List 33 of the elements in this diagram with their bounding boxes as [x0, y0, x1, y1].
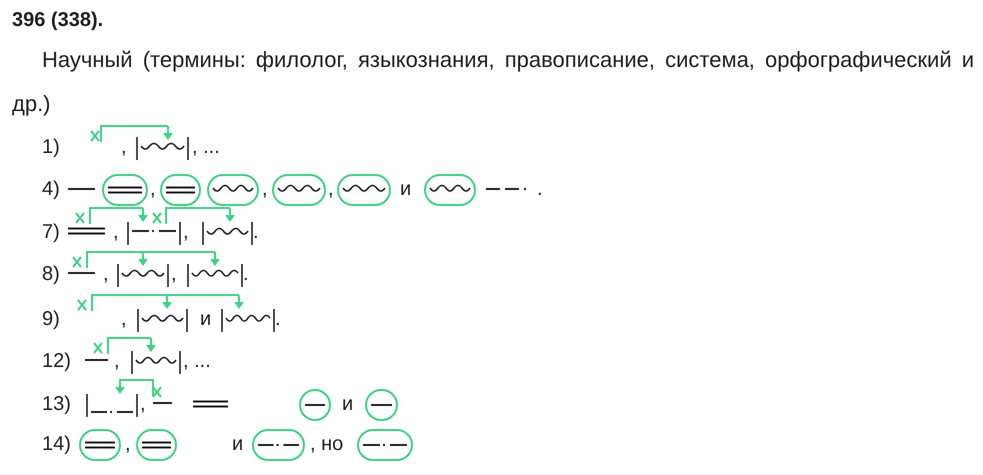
row-number: 14) [42, 432, 71, 456]
punctuation: , [103, 262, 109, 286]
punctuation: , [121, 135, 127, 159]
conjunction: и [342, 392, 354, 416]
punctuation: . [275, 307, 281, 331]
punctuation: , ... [192, 135, 220, 159]
punctuation: , [171, 262, 177, 286]
punctuation: . [243, 262, 249, 286]
row-number: 1) [42, 135, 60, 159]
punctuation: , ... [183, 349, 211, 373]
conjunction: и [200, 307, 212, 331]
punctuation: , [183, 220, 189, 244]
row-number: 9) [42, 307, 60, 331]
row-number: 4) [42, 177, 60, 201]
punctuation: , [125, 432, 131, 456]
row-number: 7) [42, 220, 60, 244]
paragraph: Научный (термины: филолог, языкознания, правописание, система, орфографический и др.) [12, 46, 974, 118]
punctuation: , [113, 220, 119, 244]
punctuation: . [537, 177, 543, 201]
conjunction: и [232, 432, 244, 456]
conjunction: и [400, 177, 412, 201]
punctuation: , [328, 177, 334, 201]
punctuation: , [114, 349, 120, 373]
punctuation: , [121, 307, 127, 331]
punctuation: , [150, 177, 156, 201]
exercise-number: 396 (338). [12, 8, 104, 32]
punctuation: , [262, 177, 268, 201]
row-number: 13) [42, 392, 71, 416]
row-number: 8) [42, 262, 60, 286]
punctuation: , [140, 392, 146, 416]
row-number: 12) [42, 349, 71, 373]
punctuation: . [253, 220, 259, 244]
punctuation: , но [310, 432, 344, 456]
